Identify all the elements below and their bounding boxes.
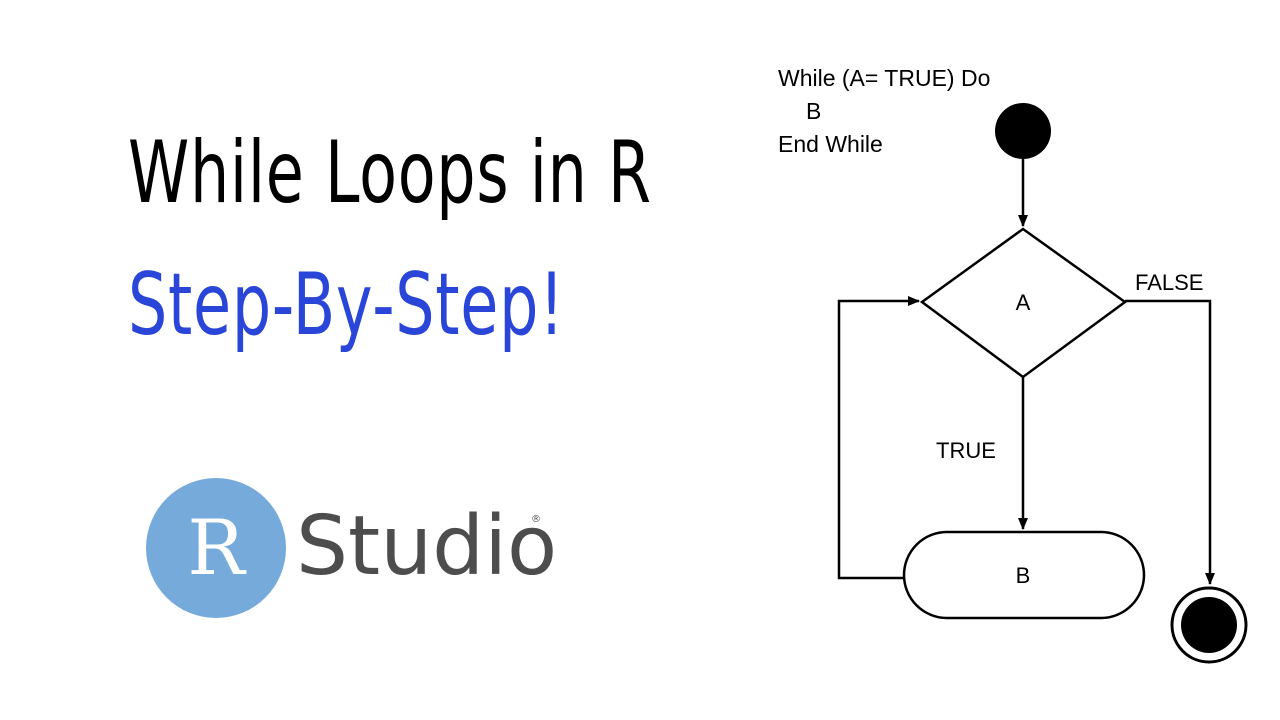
page-subtitle: Step-By-Step! [127, 255, 565, 355]
end-node [1181, 597, 1237, 653]
registered-mark: ® [531, 514, 541, 525]
logo-wordmark: Studio [296, 499, 558, 594]
false-label: FALSE [1135, 270, 1203, 295]
pseudocode-line-1: While (A= TRUE) Do [778, 65, 991, 91]
logo-letter: R [187, 503, 245, 592]
process-node [902, 530, 1146, 620]
logo-circle-icon [146, 478, 286, 618]
rstudio-logo: R Studio ® [146, 478, 566, 618]
process-label: B [1016, 563, 1031, 588]
true-label: TRUE [936, 438, 996, 463]
start-node [995, 103, 1051, 159]
pseudocode-line-3: End While [778, 131, 883, 157]
pseudocode-line-2: B [806, 98, 822, 124]
decision-label: A [1016, 290, 1031, 315]
loop-back-arrow [837, 296, 920, 580]
pseudocode-block: While (A= TRUE) Do B End While [778, 62, 990, 161]
false-arrow [1125, 299, 1215, 585]
